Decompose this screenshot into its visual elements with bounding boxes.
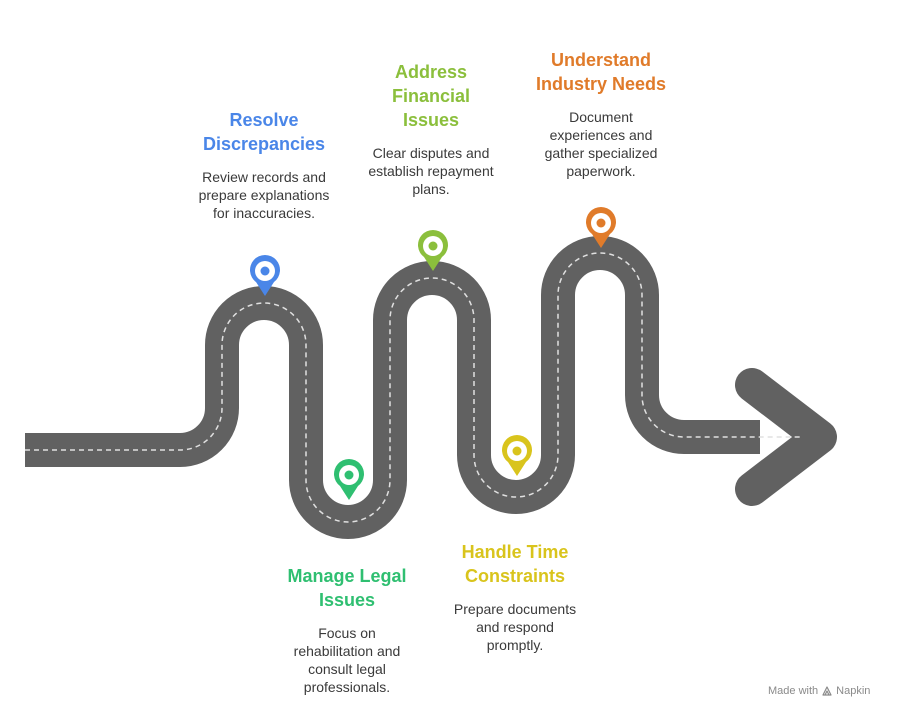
step-title-line: Handle Time bbox=[461, 542, 569, 562]
step-description-line: plans. bbox=[412, 181, 450, 197]
map-pin-icon bbox=[586, 207, 616, 248]
step-description-line: prepare explanations bbox=[198, 187, 330, 203]
step-title-line: Industry Needs bbox=[535, 74, 667, 94]
step-title-line: Manage Legal bbox=[287, 566, 407, 586]
pin-center-dot bbox=[428, 241, 438, 251]
step-description-line: Review records and bbox=[202, 169, 326, 185]
step-title-line: Issues bbox=[402, 110, 460, 130]
step-title: Understand Industry Needs bbox=[511, 48, 691, 96]
step-handle-time-constraints: Handle Time Constraints Prepare document… bbox=[425, 540, 605, 654]
step-description-line: professionals. bbox=[303, 679, 391, 695]
watermark-brand: Napkin bbox=[836, 685, 871, 697]
step-title: Handle Time Constraints bbox=[425, 540, 605, 588]
step-manage-legal-issues: Manage Legal Issues Focus on rehabilitat… bbox=[257, 564, 437, 696]
step-description-line: Prepare documents bbox=[453, 601, 577, 617]
map-pin-icon bbox=[418, 230, 448, 271]
step-resolve-discrepancies: Resolve Discrepancies Review records and… bbox=[174, 108, 354, 222]
step-title-line: Understand bbox=[550, 50, 651, 70]
step-title-line: Constraints bbox=[464, 566, 565, 586]
step-description-line: establish repayment bbox=[368, 163, 494, 179]
step-title-line: Discrepancies bbox=[202, 134, 326, 154]
pin-center-dot bbox=[260, 266, 270, 276]
step-title: Address Financial Issues bbox=[341, 60, 521, 132]
map-pin-icon bbox=[502, 435, 532, 476]
napkin-logo-icon bbox=[822, 686, 832, 696]
step-description-line: gather specialized bbox=[544, 145, 658, 161]
step-address-financial-issues: Address Financial Issues Clear disputes … bbox=[341, 60, 521, 198]
step-description-line: Clear disputes and bbox=[372, 145, 490, 161]
step-title-line: Address bbox=[394, 62, 468, 82]
step-title-line: Resolve bbox=[229, 110, 299, 130]
step-description: Review records and prepare explanations … bbox=[174, 168, 354, 222]
step-description: Prepare documents and respond promptly. bbox=[425, 600, 605, 654]
map-pin-icon bbox=[334, 459, 364, 500]
pin-center-dot bbox=[512, 446, 522, 456]
step-description: Clear disputes and establish repayment p… bbox=[341, 144, 521, 198]
step-description-line: for inaccuracies. bbox=[213, 205, 315, 221]
step-description-line: Document bbox=[569, 109, 633, 125]
step-description: Document experiences and gather speciali… bbox=[511, 108, 691, 180]
pin-center-dot bbox=[344, 470, 354, 480]
step-title: Manage Legal Issues bbox=[257, 564, 437, 612]
pin-center-dot bbox=[596, 218, 606, 228]
map-pin-icon bbox=[250, 255, 280, 296]
watermark-prefix: Made with bbox=[768, 685, 819, 697]
step-description-line: rehabilitation and bbox=[293, 643, 401, 659]
step-description-line: paperwork. bbox=[566, 163, 636, 179]
step-understand-industry-needs: Understand Industry Needs Document exper… bbox=[511, 48, 691, 180]
step-title-line: Issues bbox=[318, 590, 376, 610]
step-description-line: experiences and bbox=[549, 127, 653, 143]
road-surface bbox=[25, 236, 760, 539]
step-description-line: promptly. bbox=[486, 637, 544, 653]
step-description: Focus on rehabilitation and consult lega… bbox=[257, 624, 437, 696]
step-title: Resolve Discrepancies bbox=[174, 108, 354, 156]
road-arrowhead bbox=[735, 368, 837, 506]
step-description-line: Focus on bbox=[318, 625, 376, 641]
made-with-napkin-watermark: Made with Napkin bbox=[768, 685, 870, 697]
step-description-line: consult legal bbox=[308, 661, 386, 677]
step-title-line: Financial bbox=[391, 86, 471, 106]
step-description-line: and respond bbox=[476, 619, 554, 635]
